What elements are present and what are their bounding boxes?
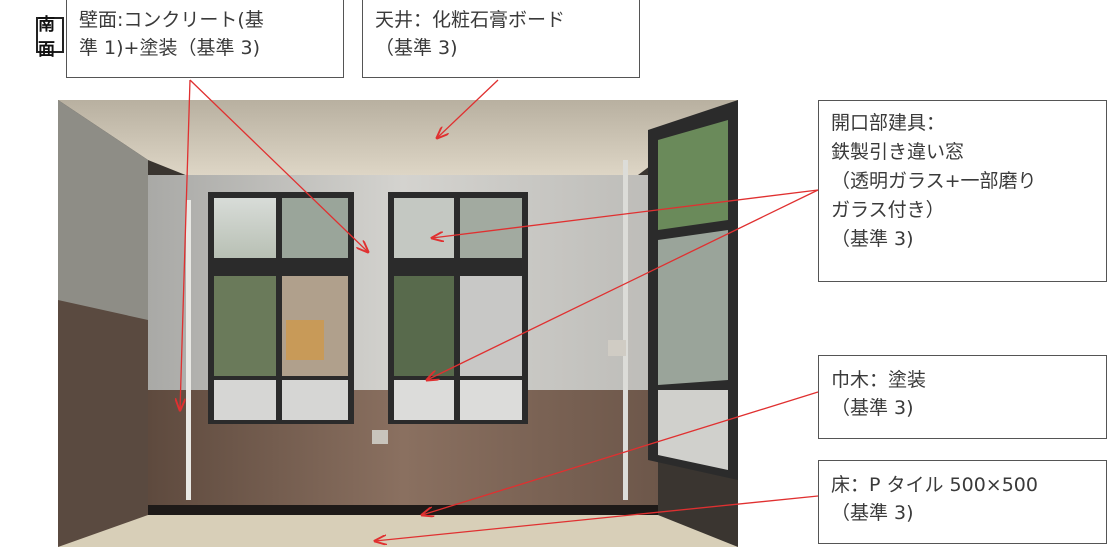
- callout-skirting-line1: 巾木：塗装: [831, 369, 927, 391]
- left-window: [208, 192, 354, 424]
- callout-floor-line1: 床：P タイル 500×500: [831, 474, 1038, 496]
- callout-skirting: 巾木：塗装 （基準 3): [818, 355, 1107, 439]
- callout-ceiling: 天井：化粧石膏ボード （基準 3): [362, 0, 640, 78]
- callout-windows-line3: （透明ガラス+一部磨り: [831, 170, 1037, 192]
- callout-windows-line2: 鉄製引き違い窓: [831, 141, 965, 163]
- callout-wall-line2: 準 1)+塗装（基準 3): [79, 37, 261, 59]
- callout-skirting-line2: （基準 3): [831, 397, 914, 419]
- side-label-south: 南面: [36, 15, 64, 60]
- corner-window: [648, 100, 738, 480]
- right-window: [388, 192, 528, 424]
- callout-floor-line2: （基準 3): [831, 502, 914, 524]
- callout-floor: 床：P タイル 500×500 （基準 3): [818, 460, 1107, 544]
- callout-windows-line1: 開口部建具：: [831, 112, 946, 134]
- callout-windows: 開口部建具： 鉄製引き違い窓 （透明ガラス+一部磨り ガラス付き） （基準 3): [818, 100, 1107, 282]
- callout-ceiling-line1: 天井：化粧石膏ボード: [375, 9, 566, 31]
- room-interior-photo: [58, 100, 738, 547]
- callout-windows-line5: （基準 3): [831, 228, 914, 250]
- callout-wall-line1: 壁面:コンクリート(基: [79, 9, 264, 31]
- callout-ceiling-line2: （基準 3): [375, 37, 458, 59]
- callout-windows-line4: ガラス付き）: [831, 199, 945, 221]
- callout-wall: 壁面:コンクリート(基 準 1)+塗装（基準 3): [66, 0, 344, 78]
